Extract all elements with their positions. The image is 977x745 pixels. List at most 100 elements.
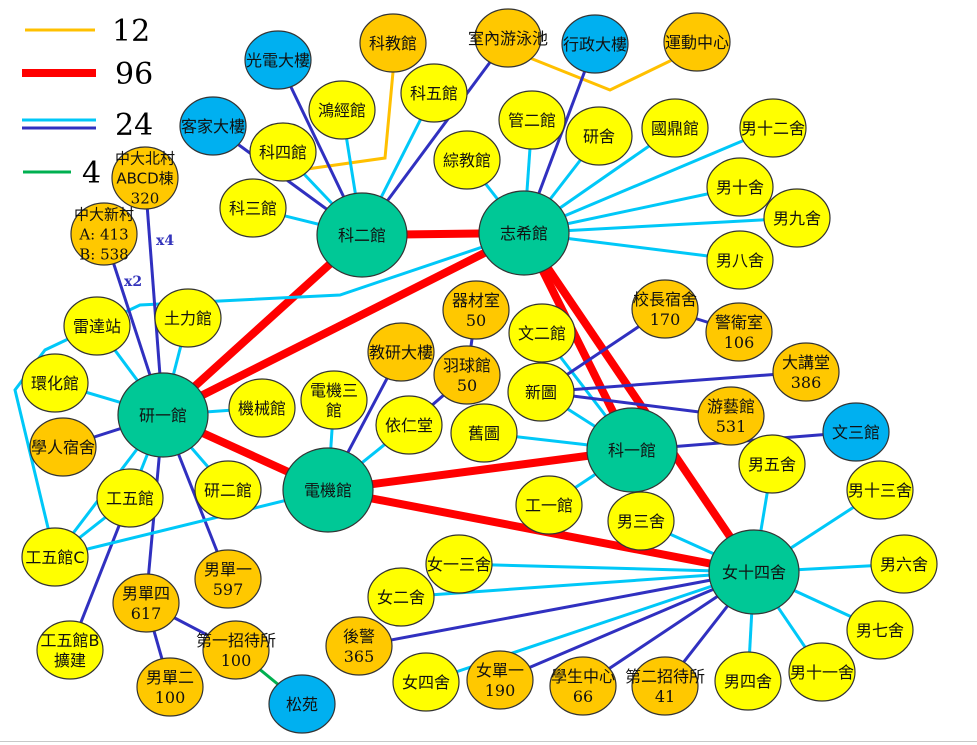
node-ke5[interactable]: 科五館 <box>400 63 468 123</box>
node-shape <box>316 192 408 278</box>
node-dianji[interactable]: 電機館 <box>282 447 374 533</box>
node-xueren[interactable]: 學人宿舍 <box>29 417 97 477</box>
node-label: 電機三 <box>310 381 358 400</box>
node-label: 電機館 <box>304 481 352 500</box>
multiplier-x4: x4 <box>156 233 174 249</box>
node-wen2[interactable]: 文二館 <box>508 303 576 363</box>
node-zongjiao[interactable]: 綜教館 <box>433 130 501 190</box>
node-nan4[interactable]: 男四舍 <box>714 651 782 711</box>
node-pool[interactable]: 室內游泳池 <box>468 8 548 68</box>
node-shape <box>714 651 782 711</box>
node-nan11[interactable]: 男十一舍 <box>788 642 856 702</box>
node-xintu[interactable]: 新圖 <box>507 362 575 422</box>
node-nv13[interactable]: 女一三舍 <box>425 534 493 594</box>
node-shape <box>194 460 262 520</box>
node-nan10[interactable]: 男十舍 <box>706 157 774 217</box>
node-label: 597 <box>213 580 244 599</box>
node-shape <box>268 674 336 734</box>
node-wen3[interactable]: 文三館 <box>822 402 890 462</box>
node-nan7[interactable]: 男七舍 <box>846 600 914 660</box>
node-label: 男十一舍 <box>790 663 854 682</box>
node-guangdian[interactable]: 光電大樓 <box>244 30 312 90</box>
node-label: 女四舍 <box>402 673 450 692</box>
node-label: 科五館 <box>410 84 458 103</box>
node-nan8[interactable]: 男八舍 <box>706 230 774 290</box>
node-leida[interactable]: 雷達站 <box>63 296 131 356</box>
node-shape <box>244 30 312 90</box>
node-yiren[interactable]: 依仁堂 <box>375 395 443 455</box>
node-tuli[interactable]: 土力館 <box>154 288 222 348</box>
node-label: ABCD棟 <box>116 169 173 187</box>
node-nv4[interactable]: 女四舍 <box>392 652 460 712</box>
node-yan1[interactable]: 研一館 <box>117 372 209 458</box>
edge-xintu-dajiang <box>540 370 807 394</box>
node-shape <box>219 178 287 238</box>
node-zhixi[interactable]: 志希館 <box>478 190 570 276</box>
node-jiutu[interactable]: 舊圖 <box>450 403 518 463</box>
node-kejiao[interactable]: 科教館 <box>359 13 427 73</box>
node-label: 研二館 <box>204 481 252 500</box>
node-xingzheng[interactable]: 行政大樓 <box>561 14 629 74</box>
node-nan12[interactable]: 男十二舍 <box>739 98 807 158</box>
node-ke1[interactable]: 科一館 <box>586 407 678 493</box>
node-ke2[interactable]: 科二館 <box>316 192 408 278</box>
node-label: 客家大樓 <box>181 117 245 136</box>
node-nv2[interactable]: 女二舍 <box>367 567 435 627</box>
node-nan3[interactable]: 男三舍 <box>607 491 675 551</box>
node-label: 館 <box>326 401 342 420</box>
node-sport[interactable]: 運動中心 <box>663 12 731 72</box>
node-shape <box>442 280 510 340</box>
node-guoding[interactable]: 國鼎館 <box>641 98 709 158</box>
node-guan2[interactable]: 管二館 <box>498 90 566 150</box>
node-nan9[interactable]: 男九舍 <box>763 188 831 248</box>
node-ke3[interactable]: 科三館 <box>219 178 287 238</box>
node-jixie[interactable]: 機械館 <box>228 378 296 438</box>
node-gong1[interactable]: 工一館 <box>515 475 583 535</box>
node-shape <box>21 353 89 413</box>
node-ke4[interactable]: 科四館 <box>249 122 317 182</box>
node-nv14[interactable]: 女十四舍 <box>708 529 800 615</box>
node-nan13[interactable]: 男十三舍 <box>846 460 914 520</box>
node-huanhua[interactable]: 環化館 <box>21 353 89 413</box>
node-shape <box>870 534 938 594</box>
node-shape <box>822 402 890 462</box>
node-shape <box>772 342 840 402</box>
node-songyuan[interactable]: 松苑 <box>268 674 336 734</box>
node-nan6[interactable]: 男六舍 <box>870 534 938 594</box>
node-gong5c[interactable]: 工五館C <box>21 527 89 587</box>
node-yanshe[interactable]: 研舍 <box>565 106 633 166</box>
node-gong5[interactable]: 工五館 <box>96 468 164 528</box>
node-label: 女一三舍 <box>427 555 491 574</box>
node-label: 雷達站 <box>73 317 121 336</box>
node-yan2[interactable]: 研二館 <box>194 460 262 520</box>
node-kejia[interactable]: 客家大樓 <box>179 96 247 156</box>
node-label: 170 <box>650 310 681 329</box>
node-label: 男十舍 <box>716 178 764 197</box>
node-shape <box>565 106 633 166</box>
node-hongjing[interactable]: 鴻經館 <box>308 80 376 140</box>
node-shape <box>641 98 709 158</box>
node-nan5[interactable]: 男五舍 <box>738 434 806 494</box>
legend-item-96: 96 <box>22 57 153 92</box>
node-shape <box>708 529 800 615</box>
node-jiaoyan[interactable]: 教研大樓 <box>367 322 435 382</box>
node-label: 50 <box>466 311 486 330</box>
